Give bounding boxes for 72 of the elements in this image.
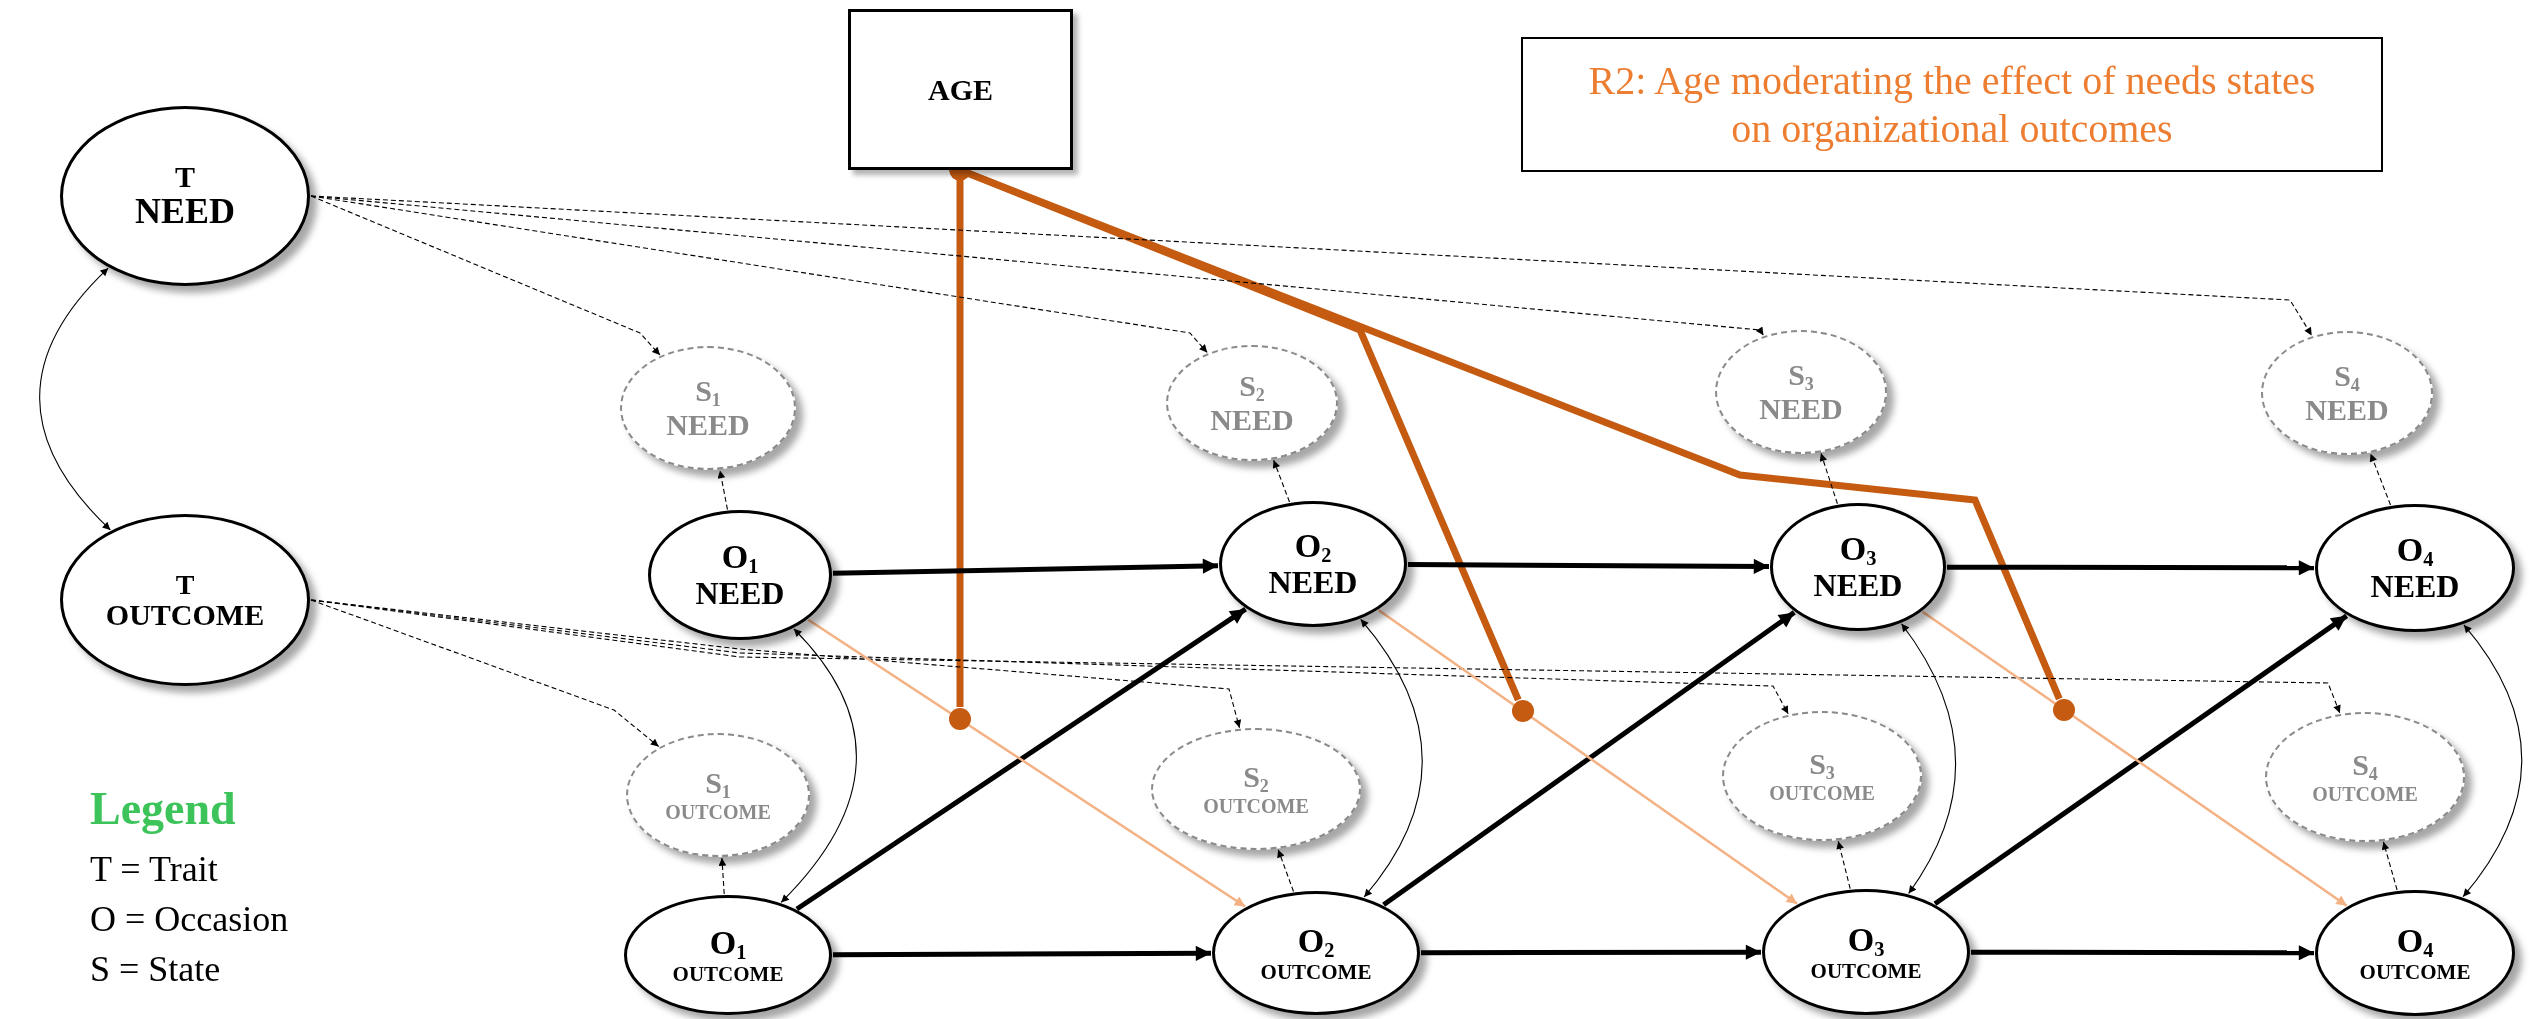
legend-entry: O = Occasion <box>90 898 289 940</box>
variable-label: NEED <box>135 192 235 231</box>
symbol-label: S$_{1}$ <box>705 767 731 802</box>
symbol-label: S$_{1}$ <box>695 375 721 410</box>
research-question-box <box>1521 37 2383 172</box>
variable-label: OUTCOME <box>105 598 265 631</box>
research-question-text: R2: Age moderating the effect of needs states on organizational outcomes <box>1587 56 2317 153</box>
variable-label: OUTCOME <box>1260 961 1372 984</box>
arrow <box>717 469 728 511</box>
arrow <box>1272 459 1291 503</box>
variable-label: OUTCOME <box>665 801 771 823</box>
legend-entry: T = Trait <box>90 848 218 890</box>
arrow <box>310 195 661 356</box>
symbol-label: T <box>175 161 195 193</box>
symbol-label: O$_{1}$ <box>709 924 747 964</box>
double-headed-arrow <box>2462 624 2523 898</box>
double-headed-arrow <box>1360 618 1423 898</box>
symbol-label: O$_{2}$ <box>1297 922 1335 962</box>
arrow <box>1408 558 1769 575</box>
symbol-label: S$_{2}$ <box>1243 761 1269 796</box>
arrow <box>1836 840 1851 890</box>
symbol-label: T <box>175 569 195 599</box>
variable-label: NEED <box>666 409 750 441</box>
symbol-label: O$_{4}$ <box>2396 531 2434 571</box>
arrow <box>832 558 1219 576</box>
symbol-label: O$_{3}$ <box>1839 530 1877 570</box>
symbol-label: O$_{1}$ <box>721 538 759 578</box>
variable-label: NEED <box>2305 394 2389 426</box>
variable-label: OUTCOME <box>672 963 784 986</box>
symbol-label: S$_{2}$ <box>1239 370 1265 405</box>
moderator-dot <box>1512 700 1534 722</box>
latent-variable-ellipse <box>1762 889 1970 1015</box>
symbol-label: S$_{3}$ <box>1809 748 1835 783</box>
variable-label: NEED <box>2370 570 2460 605</box>
symbol-label: O$_{2}$ <box>1294 527 1332 567</box>
variable-label: NEED <box>695 577 785 612</box>
variable-label: NEED <box>1813 569 1903 604</box>
variable-label: NEED <box>1759 393 1843 425</box>
variable-label: NEED <box>1268 566 1358 601</box>
variable-label: NEED <box>1210 404 1294 436</box>
moderator-box <box>848 9 1073 170</box>
variable-label: OUTCOME <box>2359 961 2471 984</box>
arrow <box>1819 452 1838 505</box>
symbol-label: O$_{4}$ <box>2396 922 2434 962</box>
moderator-dot <box>949 708 971 730</box>
arrow <box>310 195 2313 336</box>
arrow <box>2369 453 2392 506</box>
variable-label: OUTCOME <box>1769 782 1875 804</box>
symbol-label: S$_{4}$ <box>2334 360 2360 395</box>
variable-label: AGE <box>928 73 993 106</box>
arrow <box>1971 945 2314 961</box>
variable-label: OUTCOME <box>1203 795 1309 817</box>
arrow <box>310 599 2341 714</box>
legend-title: Legend <box>90 782 236 835</box>
symbol-label: S$_{4}$ <box>2352 749 2378 784</box>
latent-variable-ellipse <box>1212 891 1420 1015</box>
arrow <box>2381 841 2398 891</box>
arrow <box>833 945 1211 961</box>
symbol-label: O$_{3}$ <box>1847 921 1885 961</box>
double-headed-arrow <box>39 267 111 531</box>
arrow <box>1947 560 2314 576</box>
latent-variable-ellipse <box>624 895 832 1015</box>
double-headed-arrow <box>780 628 857 903</box>
symbol-label: S$_{3}$ <box>1788 359 1814 394</box>
arrow <box>1421 944 1761 960</box>
double-headed-arrow <box>1900 623 1957 895</box>
arrow <box>718 857 727 895</box>
variable-label: OUTCOME <box>1810 960 1922 983</box>
arrow <box>1277 849 1295 892</box>
variable-label: OUTCOME <box>2312 783 2418 805</box>
moderator-dot <box>2053 699 2075 721</box>
legend-entry: S = State <box>90 948 221 990</box>
